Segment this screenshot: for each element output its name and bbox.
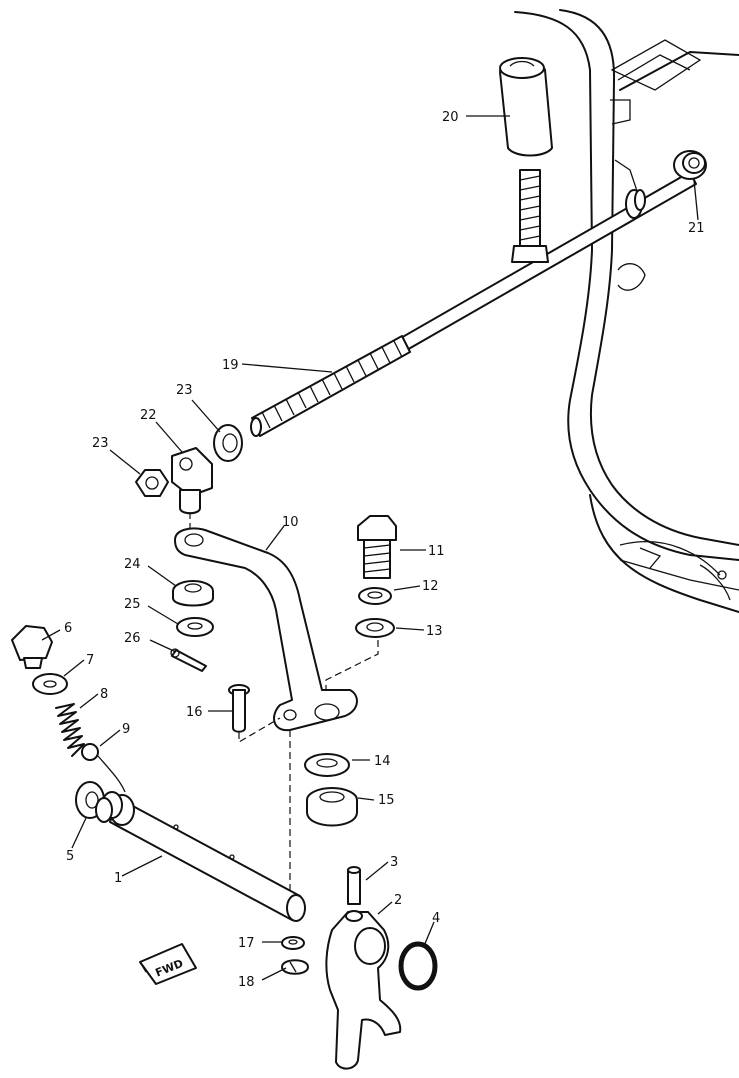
arm-spacer: [172, 580, 214, 607]
circlip-18: [281, 959, 309, 975]
callout-3: 3: [390, 855, 398, 870]
callout-9: 9: [122, 722, 130, 737]
callout-11: 11: [428, 544, 445, 559]
arm-bolt: [357, 515, 397, 579]
lock-nut-upper: [213, 424, 243, 462]
callout-10: 10: [282, 515, 299, 530]
plug-washer: [32, 673, 68, 695]
callout-22: 22: [140, 408, 157, 423]
cotter-pin: [170, 648, 207, 672]
lock-washer-12: [358, 587, 392, 605]
callout-4: 4: [432, 911, 440, 926]
fork-pin: [347, 866, 361, 905]
callout-13: 13: [426, 624, 443, 639]
shift-knob: [499, 57, 553, 263]
callout-25: 25: [124, 597, 141, 612]
flat-washer-13: [355, 618, 395, 638]
bolt-axis-line: [325, 640, 379, 690]
callout-7: 7: [86, 653, 94, 668]
shift-rod: [250, 171, 697, 437]
callout-23-upper: 23: [176, 383, 193, 398]
washer-14: [304, 753, 350, 777]
callout-14: 14: [374, 754, 391, 769]
callout-5: 5: [66, 849, 74, 864]
rod-end-cap: [673, 150, 707, 180]
callout-23-lower: 23: [92, 436, 109, 451]
callout-12: 12: [422, 579, 439, 594]
shift-shaft: [95, 791, 306, 922]
callout-26: 26: [124, 631, 141, 646]
callout-1: 1: [114, 871, 122, 886]
o-ring: [398, 941, 438, 991]
detent-spring: [55, 703, 85, 757]
shift-fork: [325, 910, 402, 1070]
plug-bolt: [11, 625, 53, 669]
shift-arm: [174, 527, 358, 732]
frame-outline: [514, 9, 739, 613]
bushing-15: [306, 787, 358, 827]
fwd-arrow-badge: FWD: [139, 943, 197, 985]
callout-6: 6: [64, 621, 72, 636]
callout-20: 20: [442, 110, 459, 125]
callout-2: 2: [394, 893, 402, 908]
callout-18: 18: [238, 975, 255, 990]
rod-joint: [171, 447, 213, 540]
arm-washer: [176, 617, 214, 637]
callout-labels: 20 21 19 23 22 23 10 11 12 13 24 25 26 1…: [64, 110, 705, 990]
shaft-washer-17: [281, 936, 305, 950]
callout-24: 24: [124, 557, 141, 572]
callout-16: 16: [186, 705, 203, 720]
pivot-pin: [228, 684, 281, 744]
callout-17: 17: [238, 936, 255, 951]
detent-ball: [81, 743, 126, 793]
callout-21: 21: [688, 221, 705, 236]
leader-lines: [41, 115, 699, 981]
callout-8: 8: [100, 687, 108, 702]
callout-15: 15: [378, 793, 395, 808]
callout-19: 19: [222, 358, 239, 373]
lock-nut-lower: [135, 469, 169, 497]
